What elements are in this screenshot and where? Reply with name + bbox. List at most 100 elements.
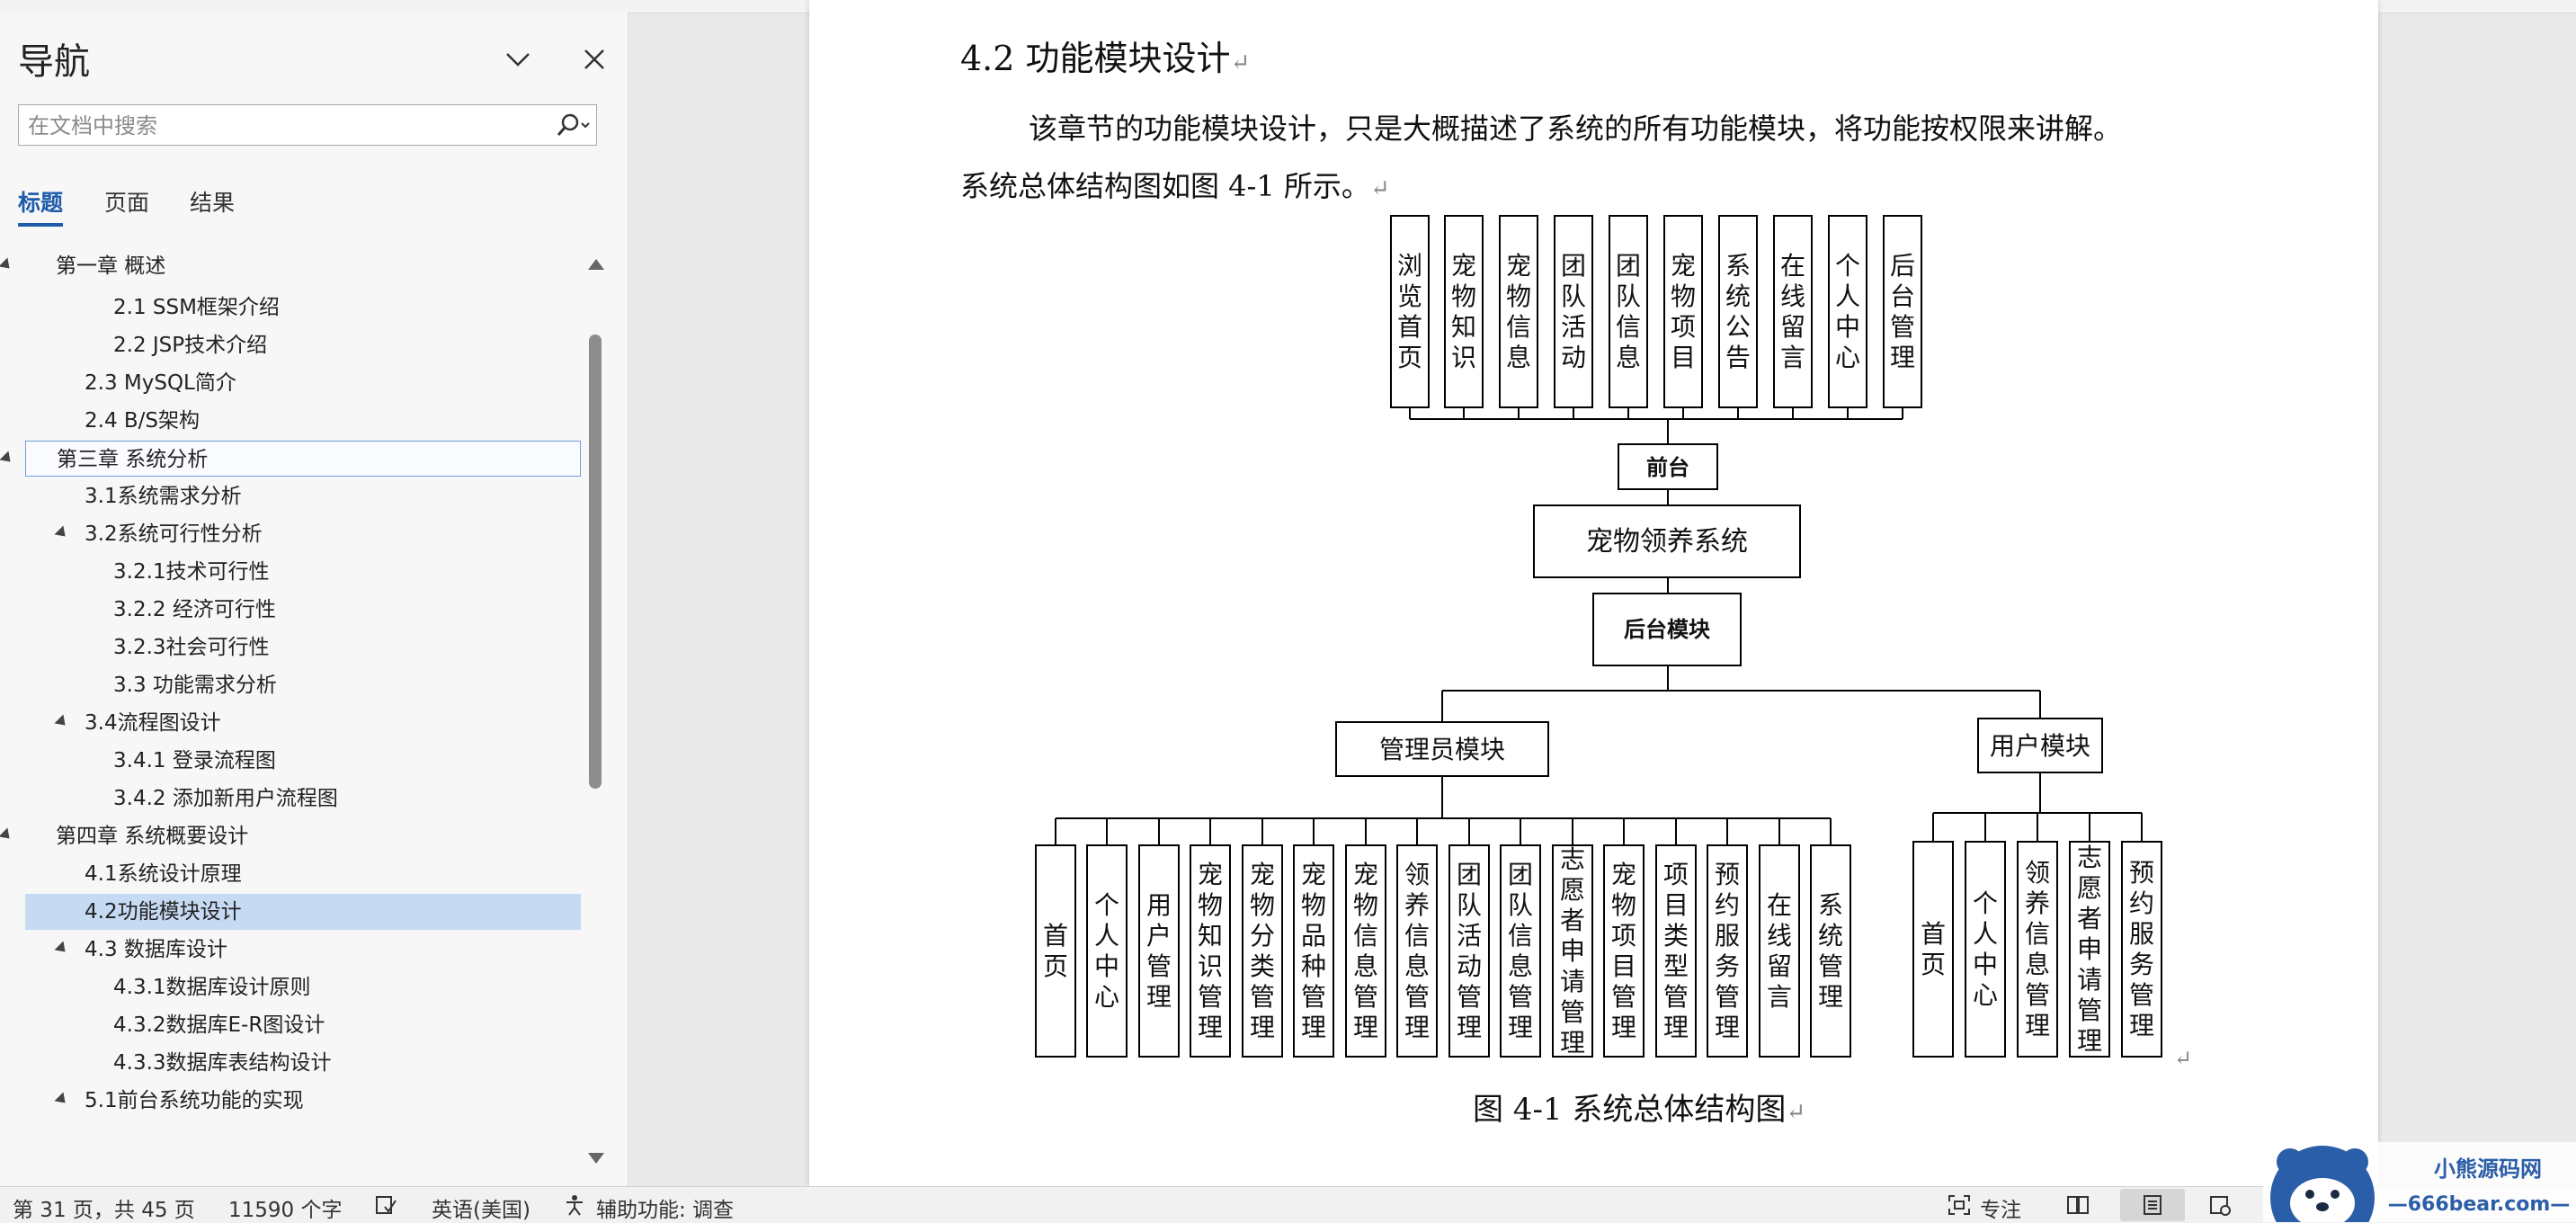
user-function-label: 领养信息管理: [2025, 858, 2050, 1040]
close-icon[interactable]: [576, 41, 612, 77]
admin-function-label: 宠物信息管理: [1353, 860, 1378, 1042]
nav-heading-item[interactable]: 2.1 SSM框架介绍: [0, 290, 581, 326]
focus-mode-label[interactable]: 专注: [1980, 1199, 2021, 1222]
nav-heading-item[interactable]: 第一章 概述: [0, 248, 581, 284]
word-count[interactable]: 11590 个字: [228, 1199, 343, 1222]
focus-icon[interactable]: [1948, 1194, 1971, 1216]
nav-heading-item[interactable]: 3.2.3社会可行性: [0, 629, 581, 665]
paragraph-mark: ↵: [1369, 175, 1390, 202]
frontend-module-label: 在线留言: [1780, 251, 1805, 372]
nav-heading-label: 第四章 系统概要设计: [56, 825, 249, 848]
admin-function-label: 宠物分类管理: [1250, 860, 1275, 1042]
nav-heading-label: 第三章 系统分析: [57, 448, 209, 471]
admin-function-label: 个人中心: [1094, 890, 1119, 1012]
admin-function-box: [1138, 844, 1180, 1058]
admin-function-box: [1552, 844, 1593, 1058]
paragraph-line-2: 系统总体结构图如图 4-1 所示。↵: [960, 169, 1390, 203]
nav-heading-item[interactable]: 4.2功能模块设计: [25, 894, 581, 930]
accessibility-status[interactable]: 辅助功能: 调查: [596, 1199, 735, 1222]
backend-label: 后台模块: [1624, 617, 1710, 642]
nav-heading-label: 2.1 SSM框架介绍: [113, 296, 280, 319]
nav-heading-item[interactable]: 3.2.1技术可行性: [0, 554, 581, 590]
paragraph-line-1: 该章节的功能模块设计，只是大概描述了系统的所有功能模块，将功能按权限来讲解。: [1029, 112, 2123, 146]
nav-heading-item[interactable]: 3.2.2 经济可行性: [0, 592, 581, 628]
nav-heading-item[interactable]: 4.3.1数据库设计原则: [0, 969, 581, 1005]
navigation-title: 导航: [18, 41, 90, 83]
user-function-label: 个人中心: [1973, 888, 1998, 1010]
nav-heading-item[interactable]: 4.1系统设计原理: [0, 856, 581, 892]
scroll-up-arrow-icon[interactable]: [588, 259, 604, 270]
nav-heading-item[interactable]: 4.3 数据库设计: [0, 932, 581, 968]
web-layout-icon[interactable]: [2208, 1194, 2232, 1216]
chevron-down-icon[interactable]: [500, 41, 536, 77]
frontend-module-label: 个人中心: [1835, 251, 1860, 372]
frontend-module-box: [1883, 215, 1922, 408]
nav-heading-label: 第一章 概述: [56, 254, 166, 278]
tab-headings[interactable]: 标题: [18, 190, 64, 216]
nav-heading-item[interactable]: 5.1前台系统功能的实现: [0, 1083, 581, 1119]
nav-heading-item[interactable]: 3.4.1 登录流程图: [0, 743, 581, 779]
nav-heading-label: 5.1前台系统功能的实现: [85, 1089, 304, 1112]
frontend-module-label: 系统公告: [1725, 251, 1751, 372]
frontend-module-box: [1773, 215, 1813, 408]
watermark-site-name: 小熊源码网: [2434, 1156, 2542, 1182]
admin-function-box: [1396, 844, 1438, 1058]
admin-function-label: 团队信息管理: [1508, 860, 1533, 1042]
nav-heading-item[interactable]: 3.3 功能需求分析: [0, 667, 581, 703]
paragraph-mark: ↵: [2174, 1046, 2192, 1071]
search-box: [18, 104, 597, 147]
expand-triangle-icon[interactable]: [0, 827, 14, 844]
expand-triangle-icon[interactable]: [54, 941, 70, 957]
nav-heading-item[interactable]: 3.1系统需求分析: [0, 478, 581, 514]
proofing-icon[interactable]: [374, 1194, 397, 1216]
search-input[interactable]: [19, 105, 551, 147]
admin-function-box: [1293, 844, 1334, 1058]
search-icon[interactable]: [551, 111, 594, 139]
frontend-module-box: [1444, 215, 1484, 408]
admin-function-box: [1345, 844, 1386, 1058]
read-mode-icon[interactable]: [2066, 1194, 2090, 1216]
nav-heading-item[interactable]: 2.2 JSP技术介绍: [0, 327, 581, 363]
scroll-thumb[interactable]: [589, 335, 602, 789]
nav-scrollbar[interactable]: [584, 248, 608, 1183]
nav-heading-item[interactable]: 3.4.2 添加新用户流程图: [0, 781, 581, 817]
page-info[interactable]: 第 31 页，共 45 页: [13, 1199, 195, 1222]
nav-heading-label: 4.1系统设计原理: [85, 862, 242, 886]
language-indicator[interactable]: 英语(美国): [432, 1199, 530, 1222]
scroll-down-arrow-icon[interactable]: [588, 1153, 604, 1164]
expand-triangle-icon[interactable]: [0, 257, 14, 273]
nav-heading-item[interactable]: 2.3 MySQL简介: [0, 365, 581, 401]
user-function-label: 志愿者申请管理: [2077, 843, 2102, 1056]
admin-function-label: 团队活动管理: [1457, 860, 1482, 1042]
nav-heading-item[interactable]: 3.4流程图设计: [0, 705, 581, 741]
expand-triangle-icon[interactable]: [54, 714, 70, 730]
admin-module-label: 管理员模块: [1379, 735, 1505, 764]
nav-heading-item[interactable]: 3.2系统可行性分析: [0, 516, 581, 552]
nav-heading-label: 3.2.3社会可行性: [113, 636, 270, 659]
tab-results[interactable]: 结果: [190, 190, 236, 216]
admin-function-box: [1759, 844, 1800, 1058]
nav-heading-item[interactable]: 4.3.3数据库表结构设计: [0, 1045, 581, 1081]
frontend-module-box: [1718, 215, 1758, 408]
nav-heading-label: 3.3 功能需求分析: [113, 674, 277, 697]
nav-heading-label: 4.3.1数据库设计原则: [113, 976, 311, 999]
nav-heading-item[interactable]: 第三章 系统分析: [0, 441, 581, 477]
admin-function-label: 领养信息管理: [1404, 860, 1430, 1042]
print-layout-button[interactable]: [2120, 1189, 2185, 1221]
expand-triangle-icon[interactable]: [0, 451, 15, 467]
nav-heading-item[interactable]: 4.3.2数据库E-R图设计: [0, 1007, 581, 1043]
tab-pages[interactable]: 页面: [104, 190, 150, 216]
section-heading: 4.2 功能模块设计↵: [960, 39, 1251, 78]
expand-triangle-icon[interactable]: [54, 525, 70, 541]
nav-heading-label: 2.3 MySQL简介: [85, 371, 236, 395]
heading-tree: 第一章 概述 2.1 SSM框架介绍 2.2 JSP技术介绍 2.3 MySQL简介 2…: [0, 248, 584, 1183]
nav-heading-item[interactable]: 第四章 系统概要设计: [0, 818, 581, 854]
root-system-label: 宠物领养系统: [1586, 526, 1748, 558]
frontend-module-box: [1499, 215, 1538, 408]
admin-function-label: 首页: [1043, 921, 1068, 981]
frontend-module-box: [1609, 215, 1648, 408]
expand-triangle-icon[interactable]: [54, 1092, 70, 1108]
document-page[interactable]: 4.2 功能模块设计↵ 该章节的功能模块设计，只是大概描述了系统的所有功能模块，…: [809, 0, 2378, 1186]
accessibility-icon[interactable]: [563, 1194, 586, 1216]
nav-heading-item[interactable]: 2.4 B/S架构: [0, 403, 581, 439]
